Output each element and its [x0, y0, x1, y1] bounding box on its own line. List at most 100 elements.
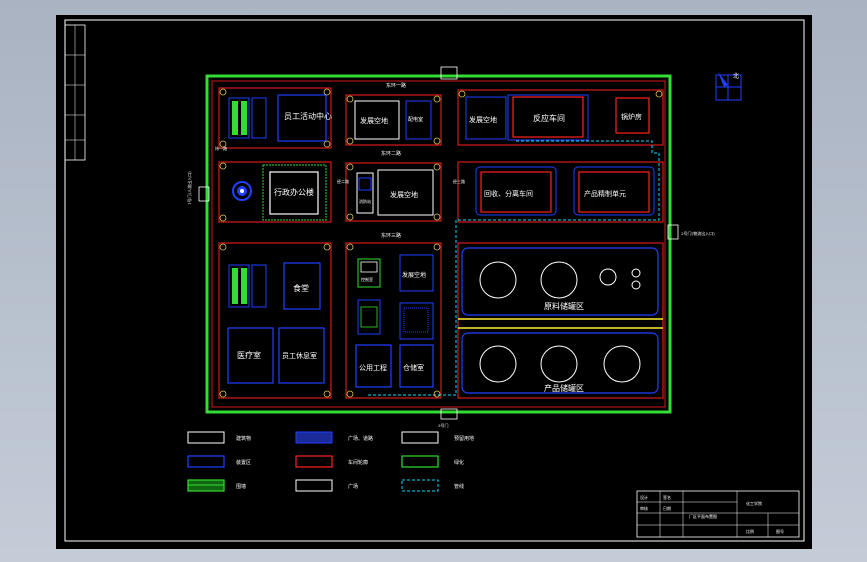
- west-gate-label: 1号门(人流出入口): [186, 171, 192, 205]
- tb-date-label: 日期: [663, 505, 671, 511]
- legend-swatch-3: [401, 431, 439, 444]
- west-road-label: 纬一路: [215, 145, 227, 151]
- small-building-3: [357, 299, 381, 335]
- dev-land-1-area: [354, 100, 400, 140]
- middle-road-label: 东环二路: [381, 150, 401, 157]
- title-block: 设计 签名 审核 日期 厂区平面布置图 化工学院 比例 图号: [636, 490, 800, 538]
- tb-sign-label: 签名: [663, 494, 671, 500]
- east-road-label: 经三路: [453, 178, 465, 184]
- label-clinic: 医疗室: [237, 350, 261, 360]
- small-building-4: [399, 302, 434, 340]
- east-gate: [667, 224, 679, 240]
- block-process-row: [457, 161, 664, 223]
- label-boiler-room: 锅炉房: [621, 112, 642, 121]
- tb-checker-label: 审核: [640, 505, 648, 511]
- block-reaction-row: [457, 89, 664, 146]
- control-room-inner: [360, 261, 378, 273]
- legend-label-9: 管线: [454, 483, 464, 490]
- small-building-4-inner: [403, 307, 429, 333]
- control-room-building: [357, 258, 381, 288]
- legend-swatch-5: [295, 455, 333, 468]
- product-tank-3: [603, 345, 641, 383]
- admin-office-building: [269, 171, 319, 215]
- border-frame: [64, 19, 805, 542]
- legend-label-6: 绿化: [454, 459, 464, 466]
- legend-label-1: 建筑物: [236, 435, 251, 442]
- reaction-workshop-outline: [507, 94, 589, 141]
- dev-land-2-area: [465, 96, 507, 140]
- raw-tank-1: [479, 261, 517, 299]
- tree-symbols: [219, 88, 663, 398]
- inner-road-label: 经二路: [337, 178, 349, 184]
- raw-tank-4: [631, 268, 641, 278]
- north-arrow-icon: 北: [715, 72, 742, 101]
- site-wall-green: [205, 74, 672, 414]
- site-plan-drawing: 东环一路 员工活动中心 发展空地 配电室 发展空地 反应车间 锅炉房 东环二路 …: [56, 15, 812, 549]
- recycle-workshop-building: [480, 171, 552, 213]
- legend-swatch-9: [401, 479, 439, 492]
- raw-tank-area: [461, 247, 659, 316]
- block-utility: [345, 242, 442, 399]
- block-dev-land-1: [345, 94, 442, 146]
- pipeline-cyan: [366, 140, 660, 396]
- small-building-1: [405, 100, 432, 140]
- canteen-building: [283, 262, 321, 310]
- tb-sheet-label: 图号: [776, 528, 784, 534]
- legend-label-4: 装置区: [236, 459, 251, 466]
- block-admin: [218, 161, 332, 223]
- legend-swatch-1: [187, 431, 225, 444]
- small-building-2-inner: [358, 177, 372, 191]
- north-label: 北: [733, 72, 739, 80]
- label-raw-tank-area: 原料储罐区: [544, 301, 584, 311]
- site-wall-inner: [211, 80, 666, 408]
- small-building-2: [356, 172, 374, 214]
- clinic-building: [227, 327, 274, 384]
- admin-green-belt: [262, 164, 327, 221]
- dev-land-3-area: [377, 169, 434, 216]
- legend-label-5: 车间轮廓: [348, 459, 368, 466]
- staff-activity-building: [277, 94, 327, 142]
- label-staff-activity: 员工活动中心: [284, 111, 332, 121]
- product-tank-2: [540, 345, 578, 383]
- recycle-workshop-outline: [475, 166, 557, 216]
- label-dev-land-2: 发展空地: [469, 115, 497, 124]
- legend-swatch-6: [401, 455, 439, 468]
- legend-label-2: 广场、道路: [348, 435, 373, 442]
- legend: 建筑物 广场、道路 预留用地 装置区 车间轮廓 绿化 围墙 广场 管线: [187, 431, 474, 492]
- tb-scale-label: 比例: [746, 528, 754, 534]
- south-gate: [440, 408, 458, 420]
- label-reaction-workshop: 反应车间: [533, 113, 565, 123]
- product-tank-1: [479, 345, 517, 383]
- tb-designer-label: 设计: [640, 494, 648, 500]
- label-product-tank-area: 产品储罐区: [544, 383, 584, 393]
- raw-tank-2: [540, 261, 578, 299]
- west-gate: [198, 186, 210, 202]
- staff-dorm-building: [278, 327, 325, 384]
- south-gate-label: 3号门: [438, 422, 449, 428]
- north-gate: [440, 66, 458, 80]
- label-small-2: 消防站: [359, 198, 371, 204]
- legend-label-7: 围墙: [236, 483, 246, 490]
- legend-label-3: 预留用地: [454, 435, 474, 442]
- product-tank-area: [461, 332, 659, 394]
- binding-strip: [64, 24, 86, 161]
- tb-school: 化工学院: [746, 500, 762, 506]
- label-recycle-workshop: 回收、分离车间: [484, 189, 533, 198]
- raw-tank-5: [631, 280, 641, 290]
- green-plot-1: [228, 97, 267, 139]
- label-staff-dorm: 员工休息室: [282, 351, 317, 360]
- label-dev-land-3: 发展空地: [390, 190, 418, 199]
- drawing-sheet: [56, 15, 812, 549]
- utility-building: [355, 344, 392, 388]
- east-gate-label: 2号门(物流出入口): [681, 230, 715, 236]
- tb-drawing-title: 厂区平面布置图: [689, 513, 717, 519]
- label-small-1: 配电室: [408, 116, 423, 123]
- reaction-workshop-building: [512, 96, 584, 138]
- legend-swatch-4: [187, 455, 225, 468]
- label-dev-land-1: 发展空地: [360, 116, 388, 125]
- block-canteen: [218, 242, 332, 399]
- label-warehouse: 仓储室: [403, 363, 424, 372]
- legend-swatch-8: [295, 479, 333, 492]
- label-small-3: 控制室: [361, 276, 373, 282]
